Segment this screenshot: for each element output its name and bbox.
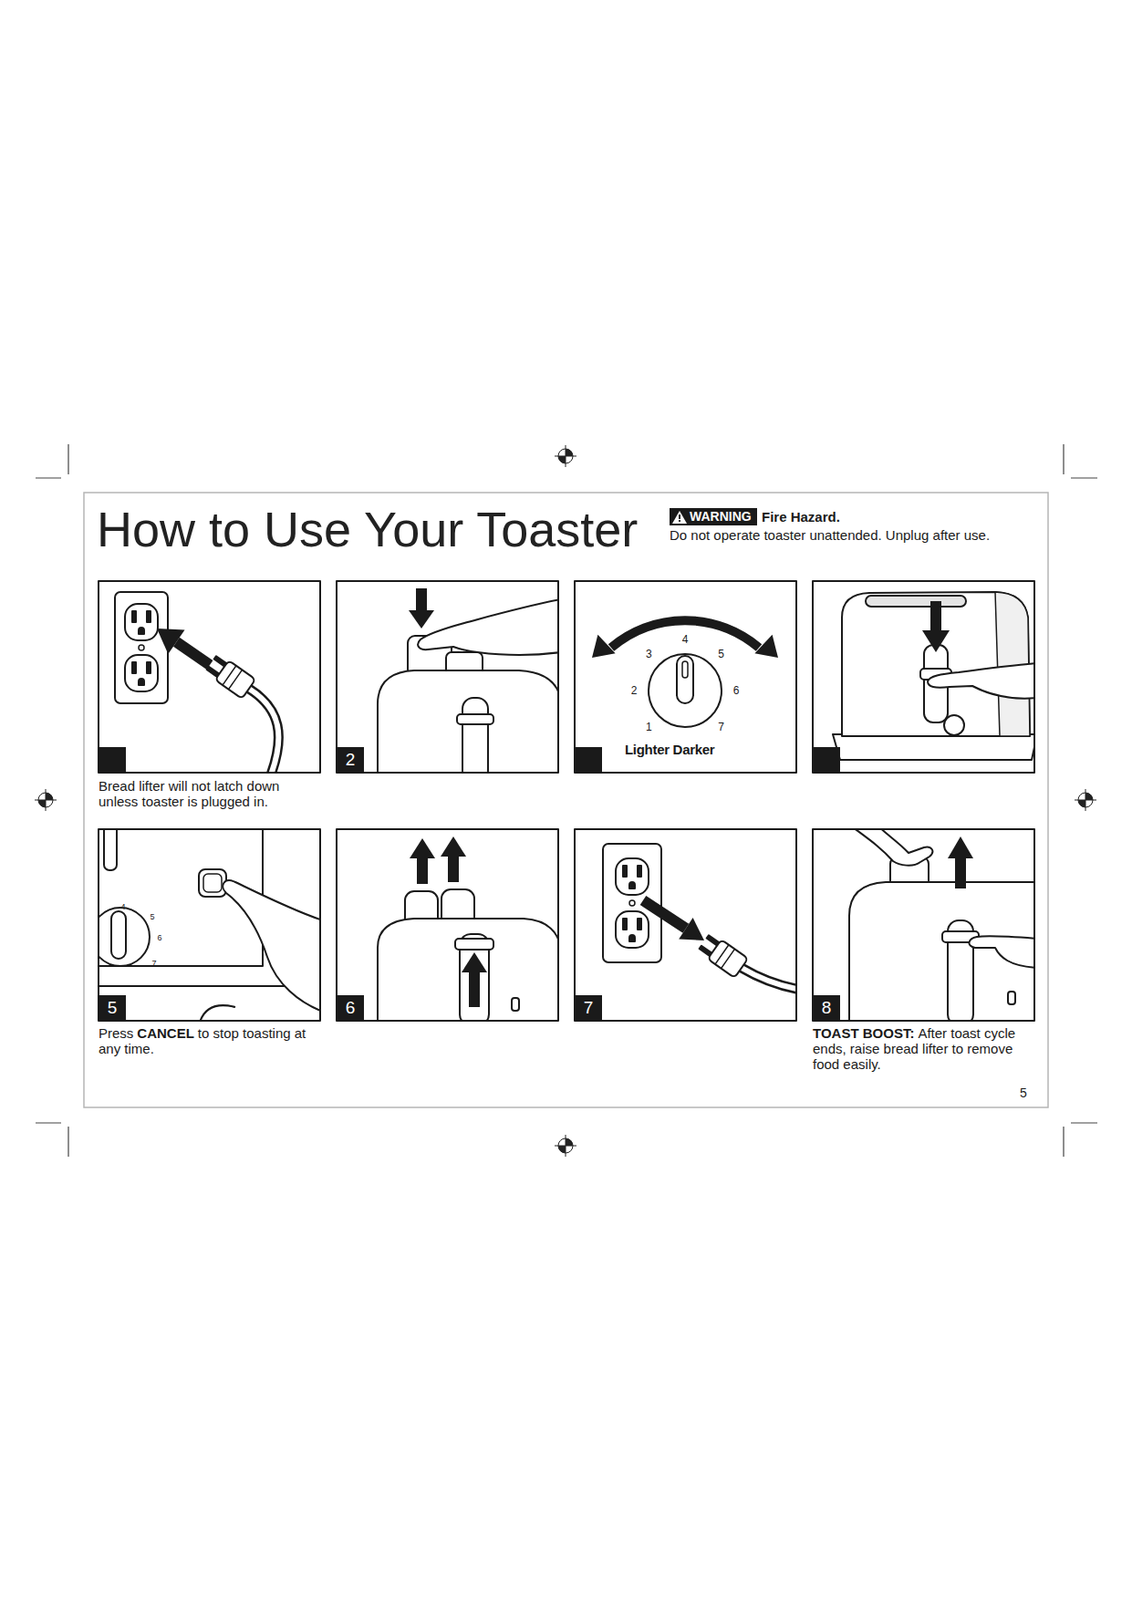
dial-number: 7 xyxy=(717,721,725,733)
dial-number: 3 xyxy=(645,648,653,660)
dial-number: 2 xyxy=(631,685,638,696)
step-caption: PressCANCELto stop toasting at any time. xyxy=(98,1025,321,1057)
caption-emphasis: TOAST BOOST: xyxy=(812,1025,914,1041)
dial-number: 1 xyxy=(645,721,653,733)
step-number: 6 xyxy=(336,995,364,1021)
step-number: 5 xyxy=(98,995,126,1021)
caption-text: Press xyxy=(98,1025,134,1041)
page-number: 5 xyxy=(1019,1085,1028,1101)
hazard-title: Fire Hazard. xyxy=(761,508,841,526)
step-caption: TOAST BOOST:After toast cycle ends, rais… xyxy=(812,1025,1035,1072)
warning-badge: WARNING xyxy=(689,508,752,526)
dial-number: 5 xyxy=(717,648,725,660)
dial-number: 4 xyxy=(682,633,689,645)
step-number: 7 xyxy=(574,995,603,1021)
warning-text: Do not operate toaster unattended. Unplu… xyxy=(669,527,990,544)
dial-number: 4 xyxy=(120,903,125,912)
step-number: 8 xyxy=(812,995,841,1021)
dial-number: 5 xyxy=(149,913,155,922)
page-title: How to Use Your Toaster xyxy=(96,504,638,554)
caption-emphasis: CANCEL xyxy=(136,1025,195,1041)
step-caption: Bread lifter will not latch down unless … xyxy=(98,778,321,810)
step-number: 2 xyxy=(336,747,364,773)
dial-number: 6 xyxy=(156,934,162,943)
shade-label: Lighter Darker xyxy=(624,741,715,759)
dial-number: 7 xyxy=(151,959,156,968)
dial-number: 6 xyxy=(733,685,740,696)
